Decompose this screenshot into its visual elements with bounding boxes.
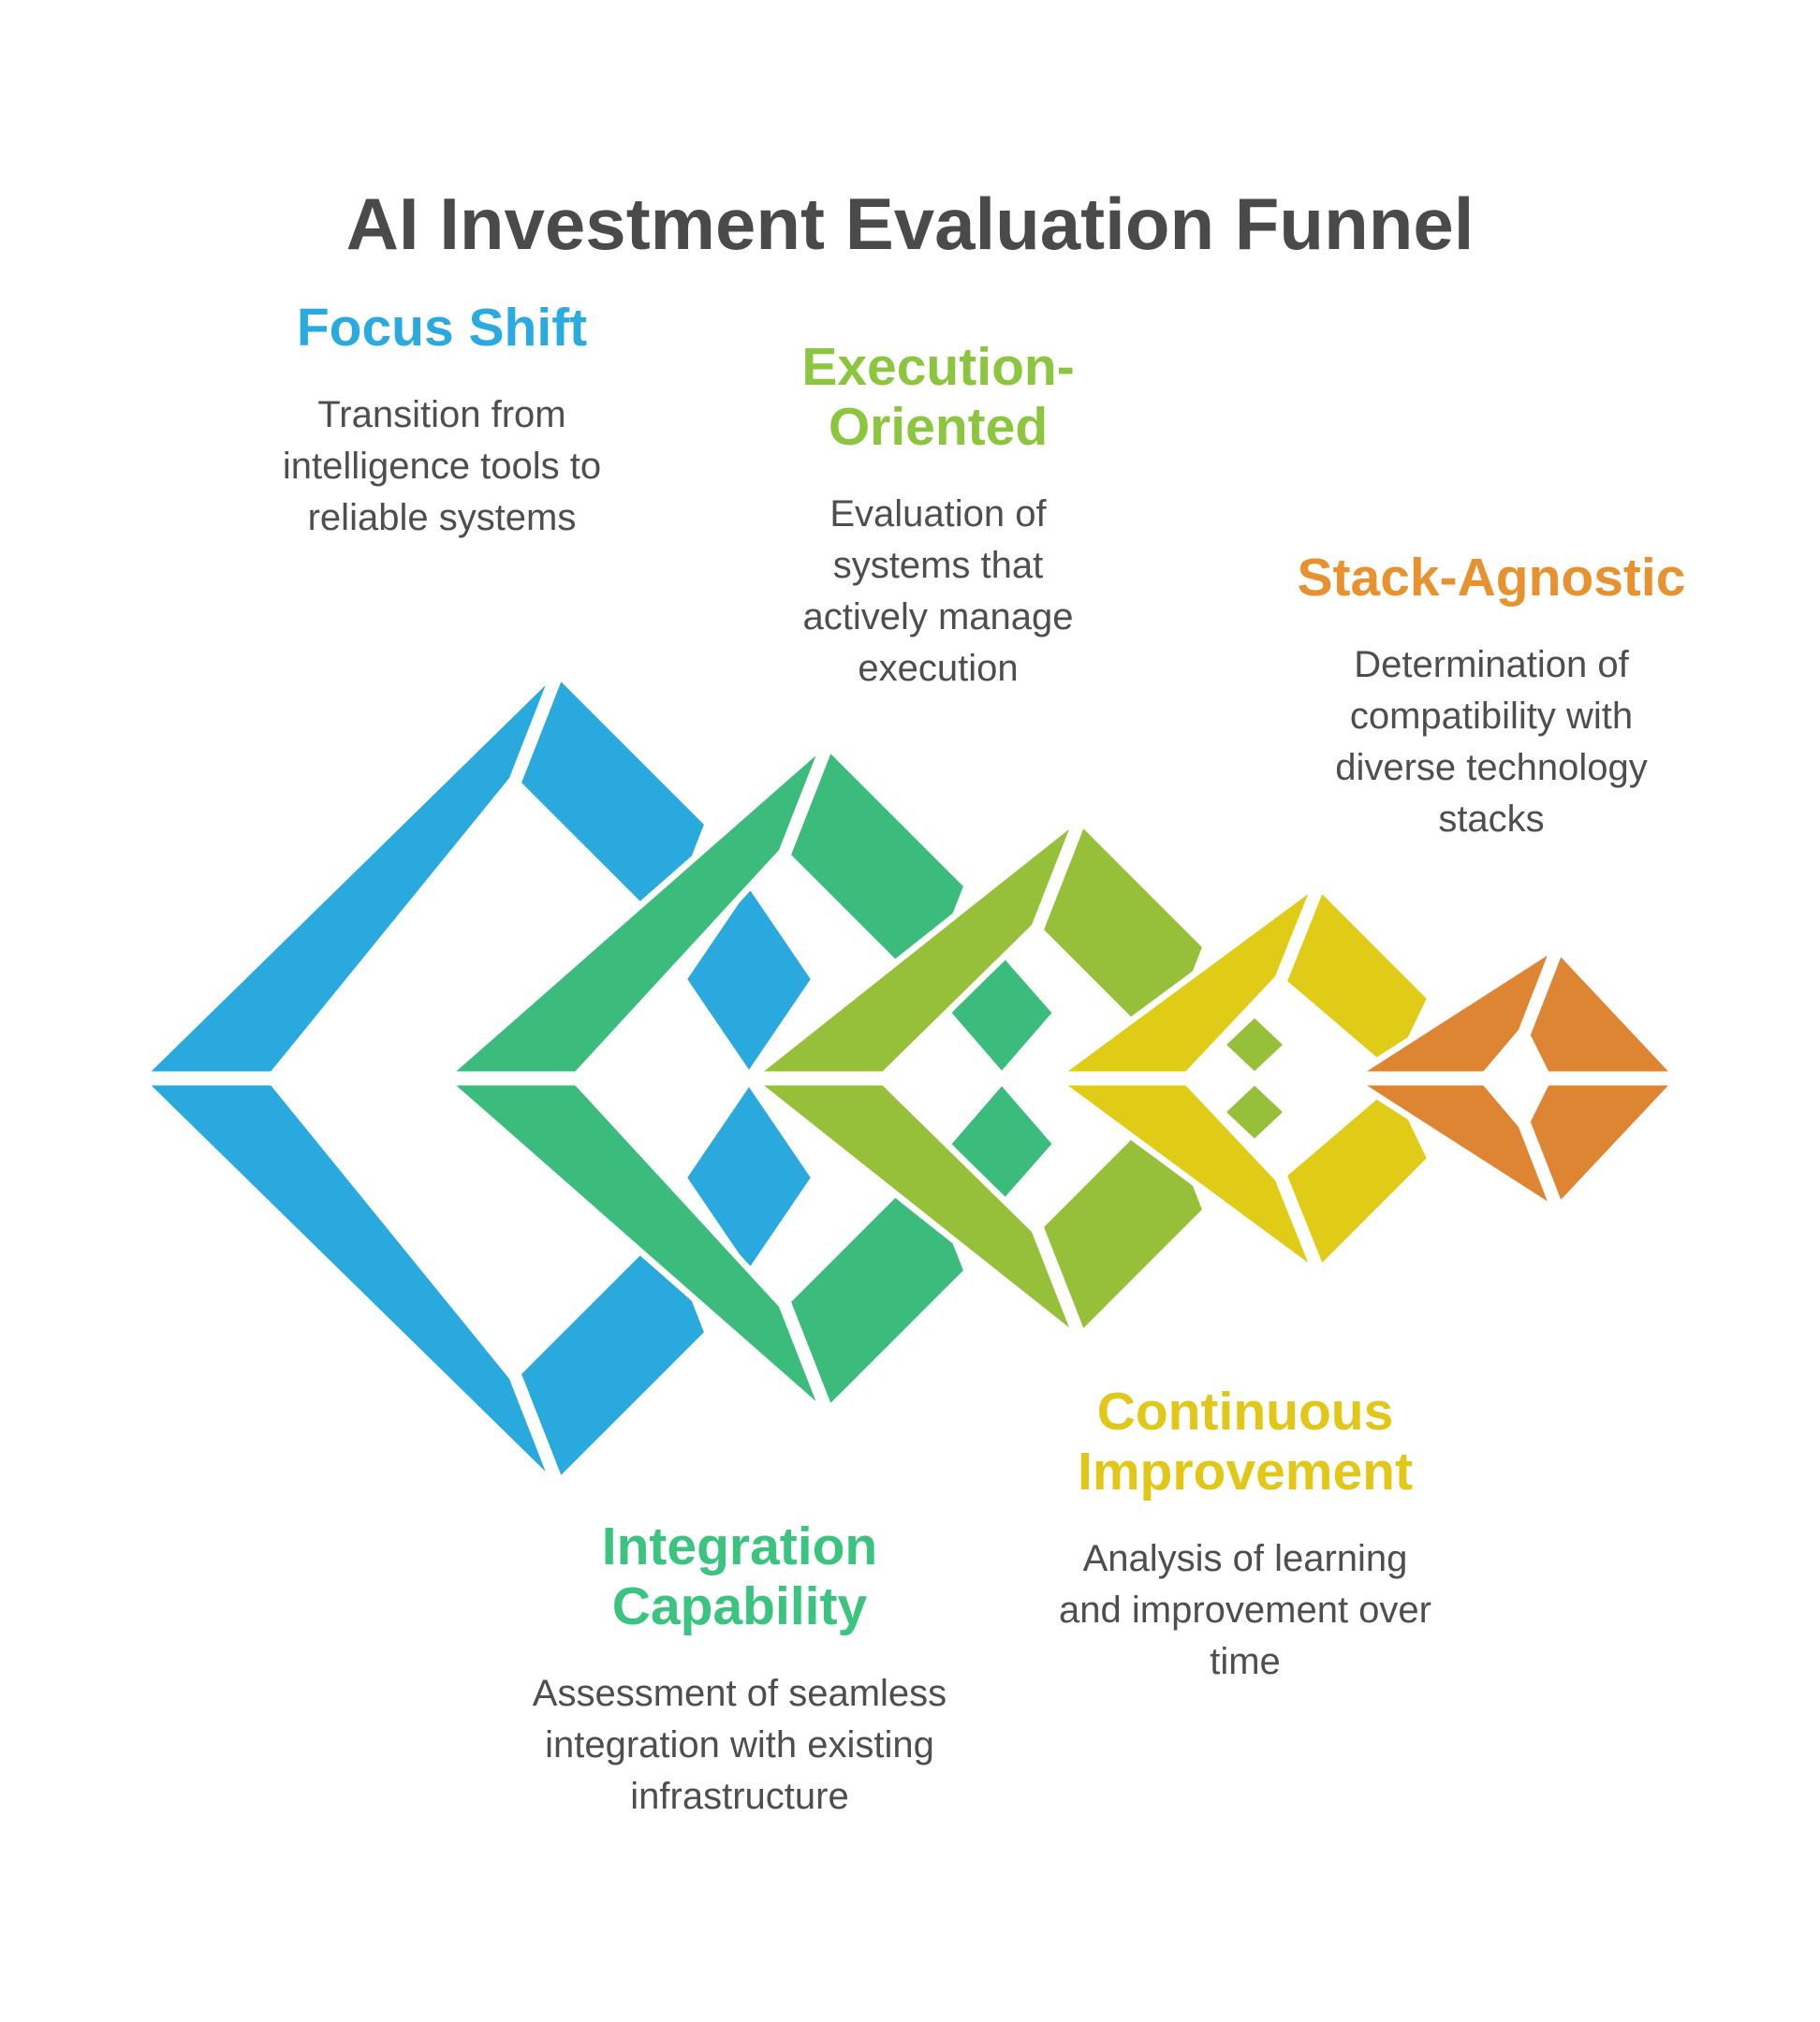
stage-block-continuous-improvement: Continuous Improvement Analysis of learn… bbox=[1053, 1382, 1437, 1688]
funnel-link-segment bbox=[752, 1078, 1080, 1341]
funnel-link-stack-agnostic bbox=[1354, 945, 1684, 1212]
page-title: AI Investment Evaluation Funnel bbox=[345, 183, 1475, 266]
funnel-link-segment bbox=[752, 816, 1080, 1078]
funnel-link-segment bbox=[1055, 1078, 1319, 1275]
stage-description-focus-shift: Transition from intelligence tools to re… bbox=[282, 394, 602, 538]
funnel-link-focus-shift bbox=[135, 669, 819, 1487]
funnel-link-segment bbox=[1354, 945, 1558, 1078]
stage-heading-integration-capability: Integration Capability bbox=[601, 1516, 878, 1636]
funnel-link-segment bbox=[135, 1078, 558, 1487]
stage-description-stack-agnostic: Determination of compatibility with dive… bbox=[1335, 644, 1648, 840]
stage-heading-execution-oriented: Execution-Oriented bbox=[801, 337, 1075, 457]
stage-heading-focus-shift: Focus Shift bbox=[296, 298, 588, 358]
stage-block-integration-capability: Integration Capability Assessment of sea… bbox=[533, 1516, 947, 1823]
stage-block-focus-shift: Focus Shift Transition from intelligence… bbox=[227, 298, 657, 544]
funnel-link-segment bbox=[1055, 882, 1319, 1078]
funnel-link-integration-capability bbox=[438, 741, 1061, 1415]
stage-description-integration-capability: Assessment of seamless integration with … bbox=[532, 1673, 947, 1817]
funnel-link-segment bbox=[1216, 1077, 1293, 1148]
funnel-link-segment bbox=[438, 1078, 828, 1415]
funnel-link-segment bbox=[438, 741, 828, 1078]
funnel-link-segment bbox=[1523, 945, 1684, 1078]
funnel-link-segment bbox=[1216, 1009, 1293, 1080]
stage-description-execution-oriented: Evaluation of systems that actively mana… bbox=[802, 493, 1074, 689]
stage-heading-stack-agnostic: Stack-Agnostic bbox=[1297, 548, 1686, 608]
funnel-link-segment bbox=[135, 669, 558, 1078]
stage-description-continuous-improvement: Analysis of learning and improvement ove… bbox=[1059, 1538, 1431, 1682]
funnel-link-segment bbox=[1523, 1078, 1684, 1212]
stage-block-stack-agnostic: Stack-Agnostic Determination of compatib… bbox=[1290, 548, 1693, 845]
stage-block-execution-oriented: Execution-Oriented Evaluation of systems… bbox=[774, 337, 1102, 695]
stage-heading-continuous-improvement: Continuous Improvement bbox=[1078, 1382, 1413, 1502]
funnel-link-segment bbox=[1354, 1078, 1558, 1212]
funnel-link-segment bbox=[679, 1075, 819, 1281]
funnel-link-continuous-improvement bbox=[1055, 882, 1435, 1275]
